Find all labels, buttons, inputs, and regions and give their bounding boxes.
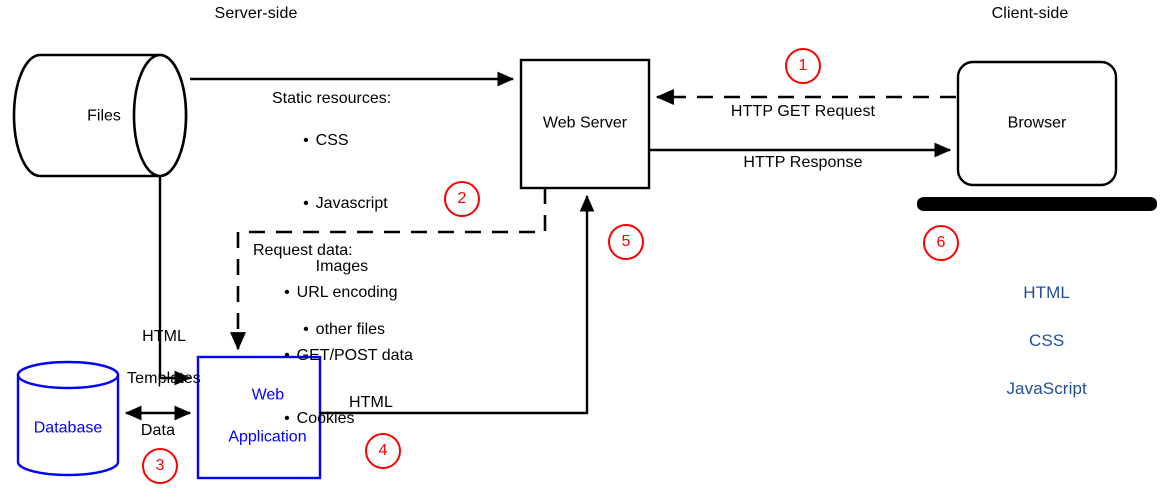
edge-request-data [229,188,547,351]
request-data-list: Request data: •URL encoding •GET/POST da… [253,240,413,450]
request-data-heading: Request data: [253,242,353,259]
web-application-box-shape [196,355,322,480]
html-label: HTML [349,394,393,411]
bullet-icon: • [279,410,290,427]
static-resources-item-3: •other files [298,321,386,338]
client-tech-css: CSS [1029,331,1065,350]
static-resources-list: Static resources: •CSS •Javascript Image… [272,88,391,361]
bullet-icon: • [298,132,309,149]
web-application-label-line1: Web [251,386,285,404]
browser-monitor-stand [917,197,1157,211]
web-server-node-label: Web Server [542,114,628,132]
database-cylinder-shape [16,360,120,477]
static-resources-item-0: •CSS [298,132,349,149]
web-server-box-shape [519,58,651,190]
client-tech-html: HTML [1023,283,1070,302]
http-get-request-label: HTTP GET Request [730,103,876,120]
static-resources-item-2: Images [272,235,391,298]
client-tech-javascript: JavaScript [1006,379,1087,398]
client-technologies-list: HTML CSS JavaScript [987,257,1087,425]
static-resources-item-1: •Javascript [298,195,388,212]
static-resources-heading: Static resources: [272,90,392,107]
database-node-label: Database [33,419,103,437]
client-side-heading: Client-side [991,5,1069,22]
web-application-label-line2: Application [228,428,307,446]
http-response-label: HTTP Response [743,154,863,171]
bullet-icon: • [279,284,290,301]
edge-html-templates [158,176,192,386]
step-marker-6: 6 [923,225,959,261]
bullet-icon: • [298,195,309,212]
browser-box-shape [956,60,1118,187]
files-cylinder-shape [12,53,188,178]
step-marker-2: 2 [444,181,480,217]
web-application-node-label: Web Application [211,364,306,469]
request-data-item-1: •GET/POST data [279,347,413,364]
bullet-icon: • [279,347,290,364]
bullet-icon: • [298,321,309,338]
step-marker-1: 1 [785,48,821,84]
request-data-item-2: •Cookies [279,410,355,427]
server-side-heading: Server-side [214,5,298,22]
edge-html-to-web-server [320,194,595,415]
step-marker-4: 4 [365,433,401,469]
request-data-item-0: •URL encoding [279,284,398,301]
data-label: Data [140,422,176,439]
browser-node-label: Browser [1007,114,1067,132]
files-node-label: Files [87,107,121,125]
step-marker-3: 3 [142,448,178,484]
step-marker-5: 5 [608,224,644,260]
html-templates-label: HTML Templates [127,328,201,387]
